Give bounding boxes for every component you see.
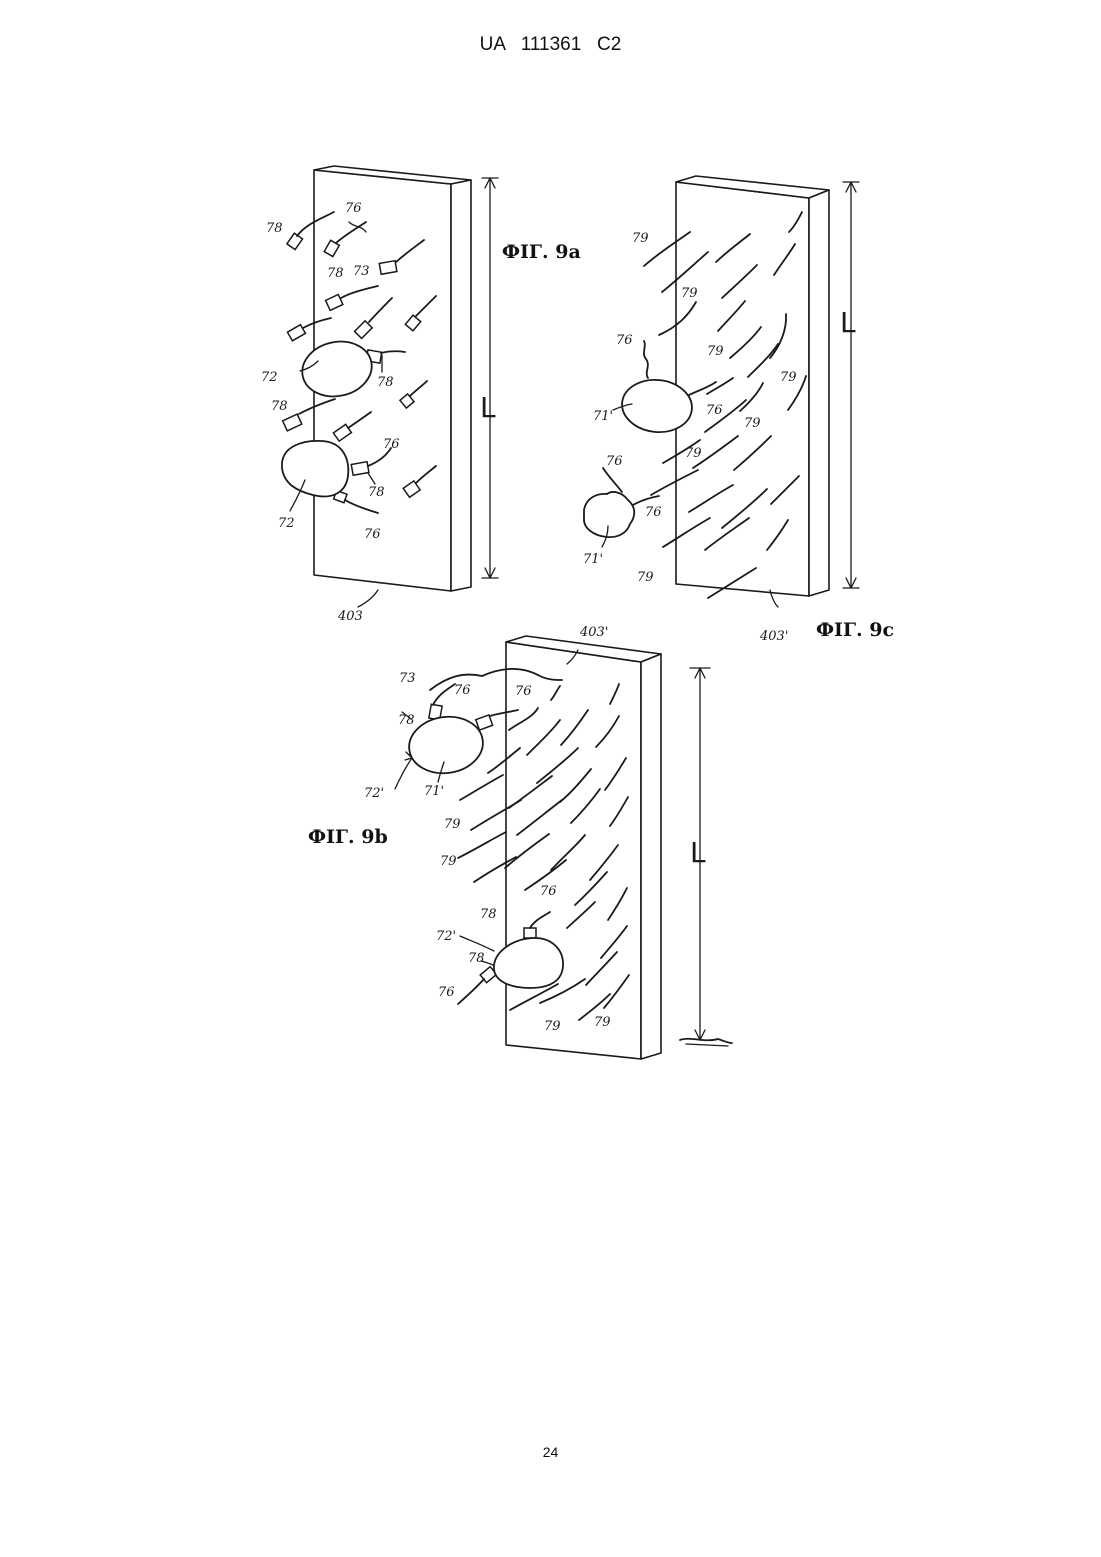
caption-fig-9c: ФІГ. 9c — [816, 619, 894, 641]
label-9b-71p: 71' — [424, 784, 444, 799]
label-9b-79-a: 79 — [444, 817, 461, 832]
dimension-line-9a — [482, 178, 498, 578]
figure-9b: 73 76 76 78 72' 71' 79 79 76 78 72' 78 7… — [308, 625, 732, 1059]
label-9c-79-c: 79 — [707, 344, 724, 359]
label-9b-403p: 403' — [579, 625, 608, 640]
fiber-76-broken-9c — [603, 468, 622, 492]
label-9b-79-c: 79 — [544, 1019, 561, 1034]
caption-fig-9a: ФІГ. 9a — [502, 241, 581, 263]
label-9b-73: 73 — [399, 671, 416, 686]
label-9b-78-c: 78 — [468, 951, 485, 966]
slab-403p-side-9c — [809, 190, 829, 596]
label-9b-79-b: 79 — [440, 854, 457, 869]
label-9b-76-a: 76 — [454, 683, 471, 698]
bag-72-lower — [282, 441, 348, 497]
label-9c-79-e: 79 — [744, 416, 761, 431]
label-9a-78-b: 78 — [327, 266, 344, 281]
page-number: 24 — [0, 1444, 1101, 1460]
bag-72p-lower-9b — [494, 938, 563, 988]
figure-9a: 78 76 78 73 72 78 78 76 78 72 76 403 L Ф… — [261, 166, 581, 624]
label-9c-79-d: 79 — [780, 370, 797, 385]
label-9b-76-b: 76 — [515, 684, 532, 699]
label-9c-76-d: 76 — [645, 505, 662, 520]
label-9a-72-upper: 72 — [261, 370, 278, 385]
label-9b-78-a: 78 — [398, 713, 415, 728]
label-9c-76-a: 76 — [616, 333, 633, 348]
label-9b-L: L — [690, 836, 706, 869]
figure-9c: 79 79 76 79 79 71' 76 79 79 76 76 71' 79… — [583, 176, 894, 644]
label-9c-76-c: 76 — [606, 454, 623, 469]
label-9a-78-e: 78 — [368, 485, 385, 500]
label-9a-78-d: 78 — [271, 399, 288, 414]
slab-403-side — [451, 180, 471, 591]
label-9b-76-c: 76 — [540, 884, 557, 899]
label-9b-72p-b: 72' — [436, 929, 456, 944]
label-9a-76-c: 76 — [364, 527, 381, 542]
label-9a-72-lower: 72 — [278, 516, 295, 531]
label-9b-78-b: 78 — [480, 907, 497, 922]
dimension-line-9b — [680, 668, 732, 1046]
label-9c-79-g: 79 — [637, 570, 654, 585]
label-9b-76-d: 76 — [438, 985, 455, 1000]
label-9c-79-f: 79 — [685, 446, 702, 461]
label-9a-L: L — [480, 391, 496, 424]
label-9b-72p-a: 72' — [364, 786, 384, 801]
slab-403p-side-9b — [641, 654, 661, 1059]
bag-72p-upper-9b — [405, 712, 486, 778]
slab-403p-front-9c — [676, 182, 809, 596]
bag-71p-broken-9c — [584, 492, 634, 537]
label-9c-403p: 403' — [759, 629, 788, 644]
label-9b-79-d: 79 — [594, 1015, 611, 1030]
label-9a-73: 73 — [353, 264, 370, 279]
label-9a-78-c: 78 — [377, 375, 394, 390]
label-9c-L: L — [840, 306, 856, 339]
label-9a-76-a: 76 — [345, 201, 362, 216]
label-9c-71p-b: 71' — [583, 552, 603, 567]
label-9c-79-a: 79 — [632, 231, 649, 246]
label-9a-78-a: 78 — [266, 221, 283, 236]
label-9a-76-b: 76 — [383, 437, 400, 452]
label-9c-71p-a: 71' — [593, 409, 613, 424]
fiber-76-upper-9c — [644, 341, 648, 378]
dimension-line-9c — [843, 182, 859, 588]
label-9c-76-b: 76 — [706, 403, 723, 418]
caption-fig-9b: ФІГ. 9b — [308, 826, 388, 848]
label-9c-79-b: 79 — [681, 286, 698, 301]
label-9a-403: 403 — [337, 609, 363, 624]
